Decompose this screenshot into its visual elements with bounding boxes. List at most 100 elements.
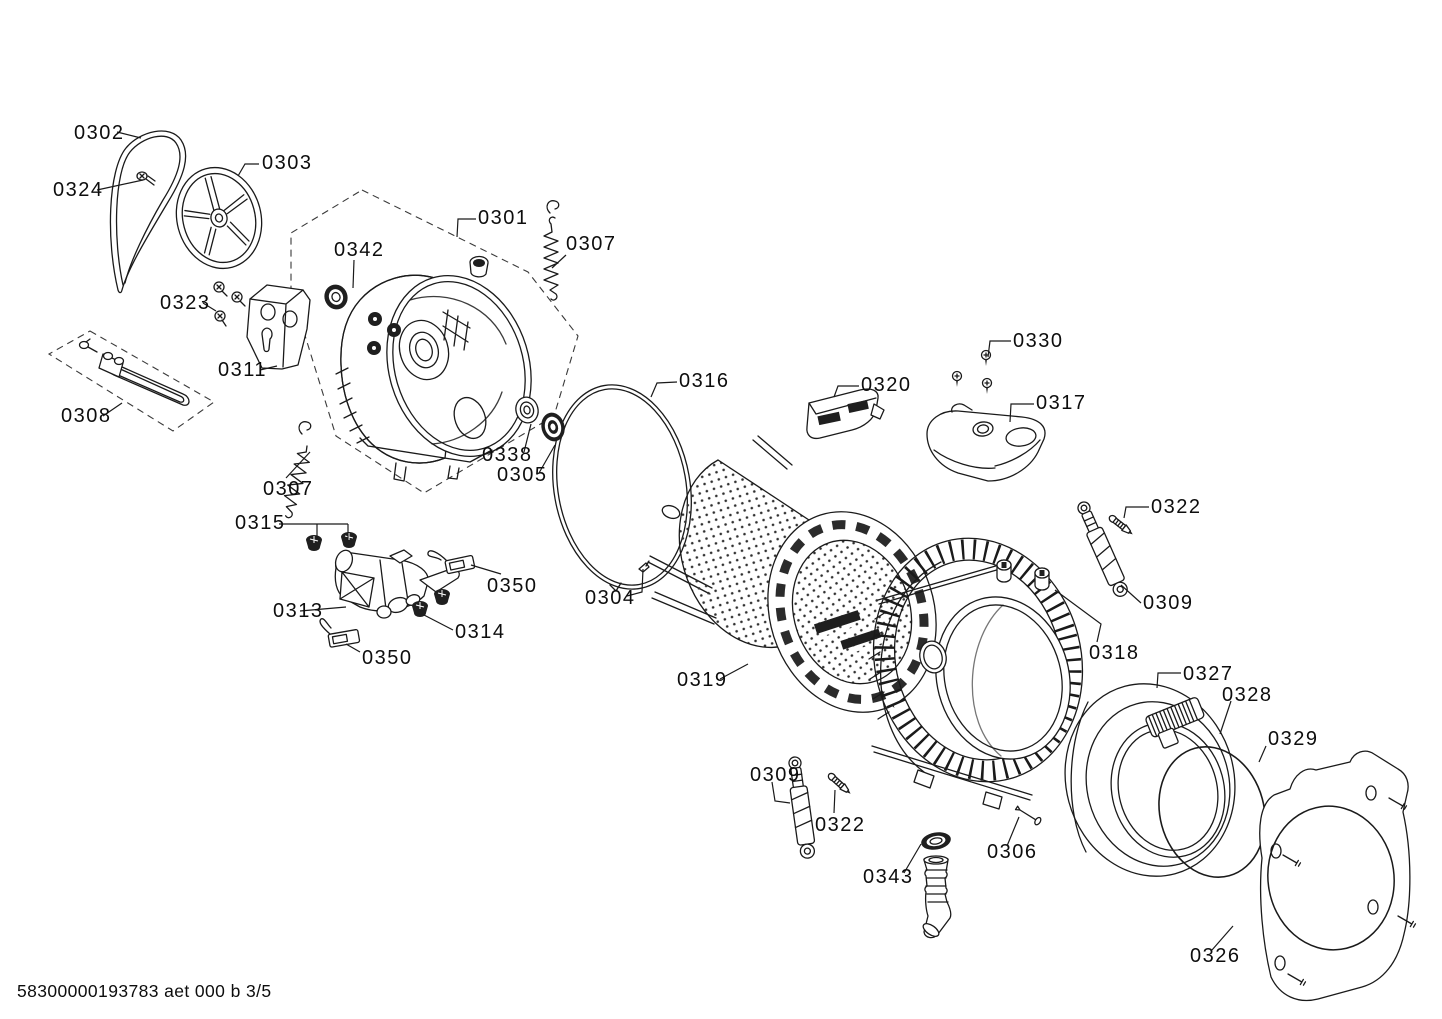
part-label-0318-23: 0318	[1089, 642, 1140, 664]
leader-line-0343	[903, 843, 922, 874]
part-counterweight-side	[246, 284, 311, 370]
part-shock-absorber-bottom	[788, 756, 816, 859]
part-label-0342-4: 0342	[334, 239, 385, 261]
part-label-0306-32: 0306	[987, 841, 1038, 863]
leader-line-0307	[551, 254, 567, 269]
part-clip-0304	[638, 560, 650, 573]
leader-line-0318	[1054, 589, 1102, 643]
leader-line-0317	[1009, 403, 1034, 423]
leader-line-0304	[626, 568, 644, 597]
leader-line-0309	[771, 781, 791, 804]
dashed-box-rear-tub	[290, 189, 579, 494]
part-brush-bottom	[319, 618, 361, 648]
leader-line-0311	[259, 365, 278, 371]
part-label-0317-12: 0317	[1036, 392, 1087, 414]
leader-line-0322	[1123, 506, 1149, 519]
leader-line-0314	[423, 614, 454, 631]
part-screw-0306	[1014, 805, 1042, 826]
part-label-0309-29: 0309	[750, 764, 801, 786]
part-label-0350-18: 0350	[487, 575, 538, 597]
part-screws-0323	[213, 281, 246, 327]
leader-line-0320	[833, 385, 859, 398]
leader-line-0324	[96, 179, 144, 191]
part-label-0324-1: 0324	[53, 179, 104, 201]
part-label-0328-27: 0328	[1222, 684, 1273, 706]
part-front-panel	[1259, 750, 1417, 1001]
leader-line-0302	[116, 131, 142, 139]
part-drive-belt	[109, 130, 187, 294]
part-retaining-ring	[1158, 746, 1266, 878]
part-label-0301-3: 0301	[478, 207, 529, 229]
part-label-0308-8: 0308	[61, 405, 112, 427]
leader-line-0309	[1120, 584, 1142, 604]
part-sump-hose	[921, 832, 952, 939]
part-label-0330-11: 0330	[1013, 330, 1064, 352]
leader-line-0319	[719, 663, 749, 680]
part-door-gasket	[1064, 683, 1236, 877]
part-bolts-0315	[306, 532, 357, 551]
part-spring-left	[283, 421, 312, 519]
part-label-0343-31: 0343	[863, 866, 914, 888]
part-label-0309-20: 0309	[1143, 592, 1194, 614]
part-front-tub	[868, 537, 1084, 810]
part-label-0350-24: 0350	[362, 647, 413, 669]
part-screw-0324	[136, 171, 156, 186]
part-label-0311-7: 0311	[218, 359, 268, 381]
part-label-0304-19: 0304	[585, 587, 636, 609]
part-counterweight-top	[926, 403, 1046, 482]
part-label-0316-9: 0316	[679, 370, 730, 392]
leader-line-0350	[470, 564, 502, 575]
part-seal-0342	[324, 284, 348, 310]
leader-line-0308	[102, 402, 123, 417]
leader-line-0323	[202, 302, 217, 312]
part-pulley	[175, 166, 263, 270]
part-label-0322-30: 0322	[815, 814, 866, 836]
leader-line-0326	[1211, 925, 1234, 951]
part-label-0323-6: 0323	[160, 292, 211, 314]
part-label-0329-28: 0329	[1268, 728, 1319, 750]
leader-line-0328	[1219, 700, 1232, 735]
part-label-0338-13: 0338	[482, 444, 533, 466]
part-label-0319-26: 0319	[677, 669, 728, 691]
leader-line-0307	[285, 451, 311, 479]
leader-line-0330	[987, 340, 1011, 358]
part-label-0320-10: 0320	[861, 374, 912, 396]
part-seal-0338	[515, 396, 539, 424]
part-label-0307-15: 0307	[263, 478, 314, 500]
part-clamp	[1145, 697, 1205, 749]
leader-line-0342	[352, 259, 355, 289]
leader-line-0305	[538, 444, 556, 474]
part-pin-right	[1108, 514, 1133, 535]
part-label-0305-14: 0305	[497, 464, 548, 486]
part-screws-0330	[951, 349, 993, 394]
part-shock-absorber-right	[1077, 501, 1128, 597]
part-label-0326-33: 0326	[1190, 945, 1241, 967]
part-heating-element	[78, 338, 190, 406]
leader-line-0306	[1006, 816, 1020, 847]
part-gasket-notch	[609, 582, 622, 592]
part-tub-gasket-ring	[552, 384, 692, 590]
leader-line-0329	[1258, 745, 1267, 763]
part-label-0303-2: 0303	[262, 152, 313, 174]
part-label-0307-5: 0307	[566, 233, 617, 255]
part-lifter-paddle	[806, 388, 885, 440]
leader-line-0303	[237, 163, 259, 177]
part-label-0327-25: 0327	[1183, 663, 1234, 685]
leader-line-0313	[299, 606, 347, 612]
leader-line-0327	[1156, 672, 1181, 689]
part-label-0302-0: 0302	[74, 122, 125, 144]
part-rear-tub	[335, 255, 532, 482]
leader-line-0350	[345, 643, 361, 653]
leader-lines	[96, 131, 1267, 951]
part-panel-screws	[1282, 797, 1417, 986]
part-brush-right	[427, 550, 476, 575]
leader-line-0322	[833, 789, 836, 814]
document-number: 58300000193783 aet 000 b 3/5	[17, 981, 272, 1001]
part-pin-bottom	[827, 772, 851, 794]
part-label-0314-22: 0314	[455, 621, 506, 643]
part-bolts-0314	[412, 589, 450, 617]
leader-line-0301	[456, 218, 476, 238]
part-label-0313-21: 0313	[273, 600, 324, 622]
dashed-box-heater	[47, 330, 216, 432]
